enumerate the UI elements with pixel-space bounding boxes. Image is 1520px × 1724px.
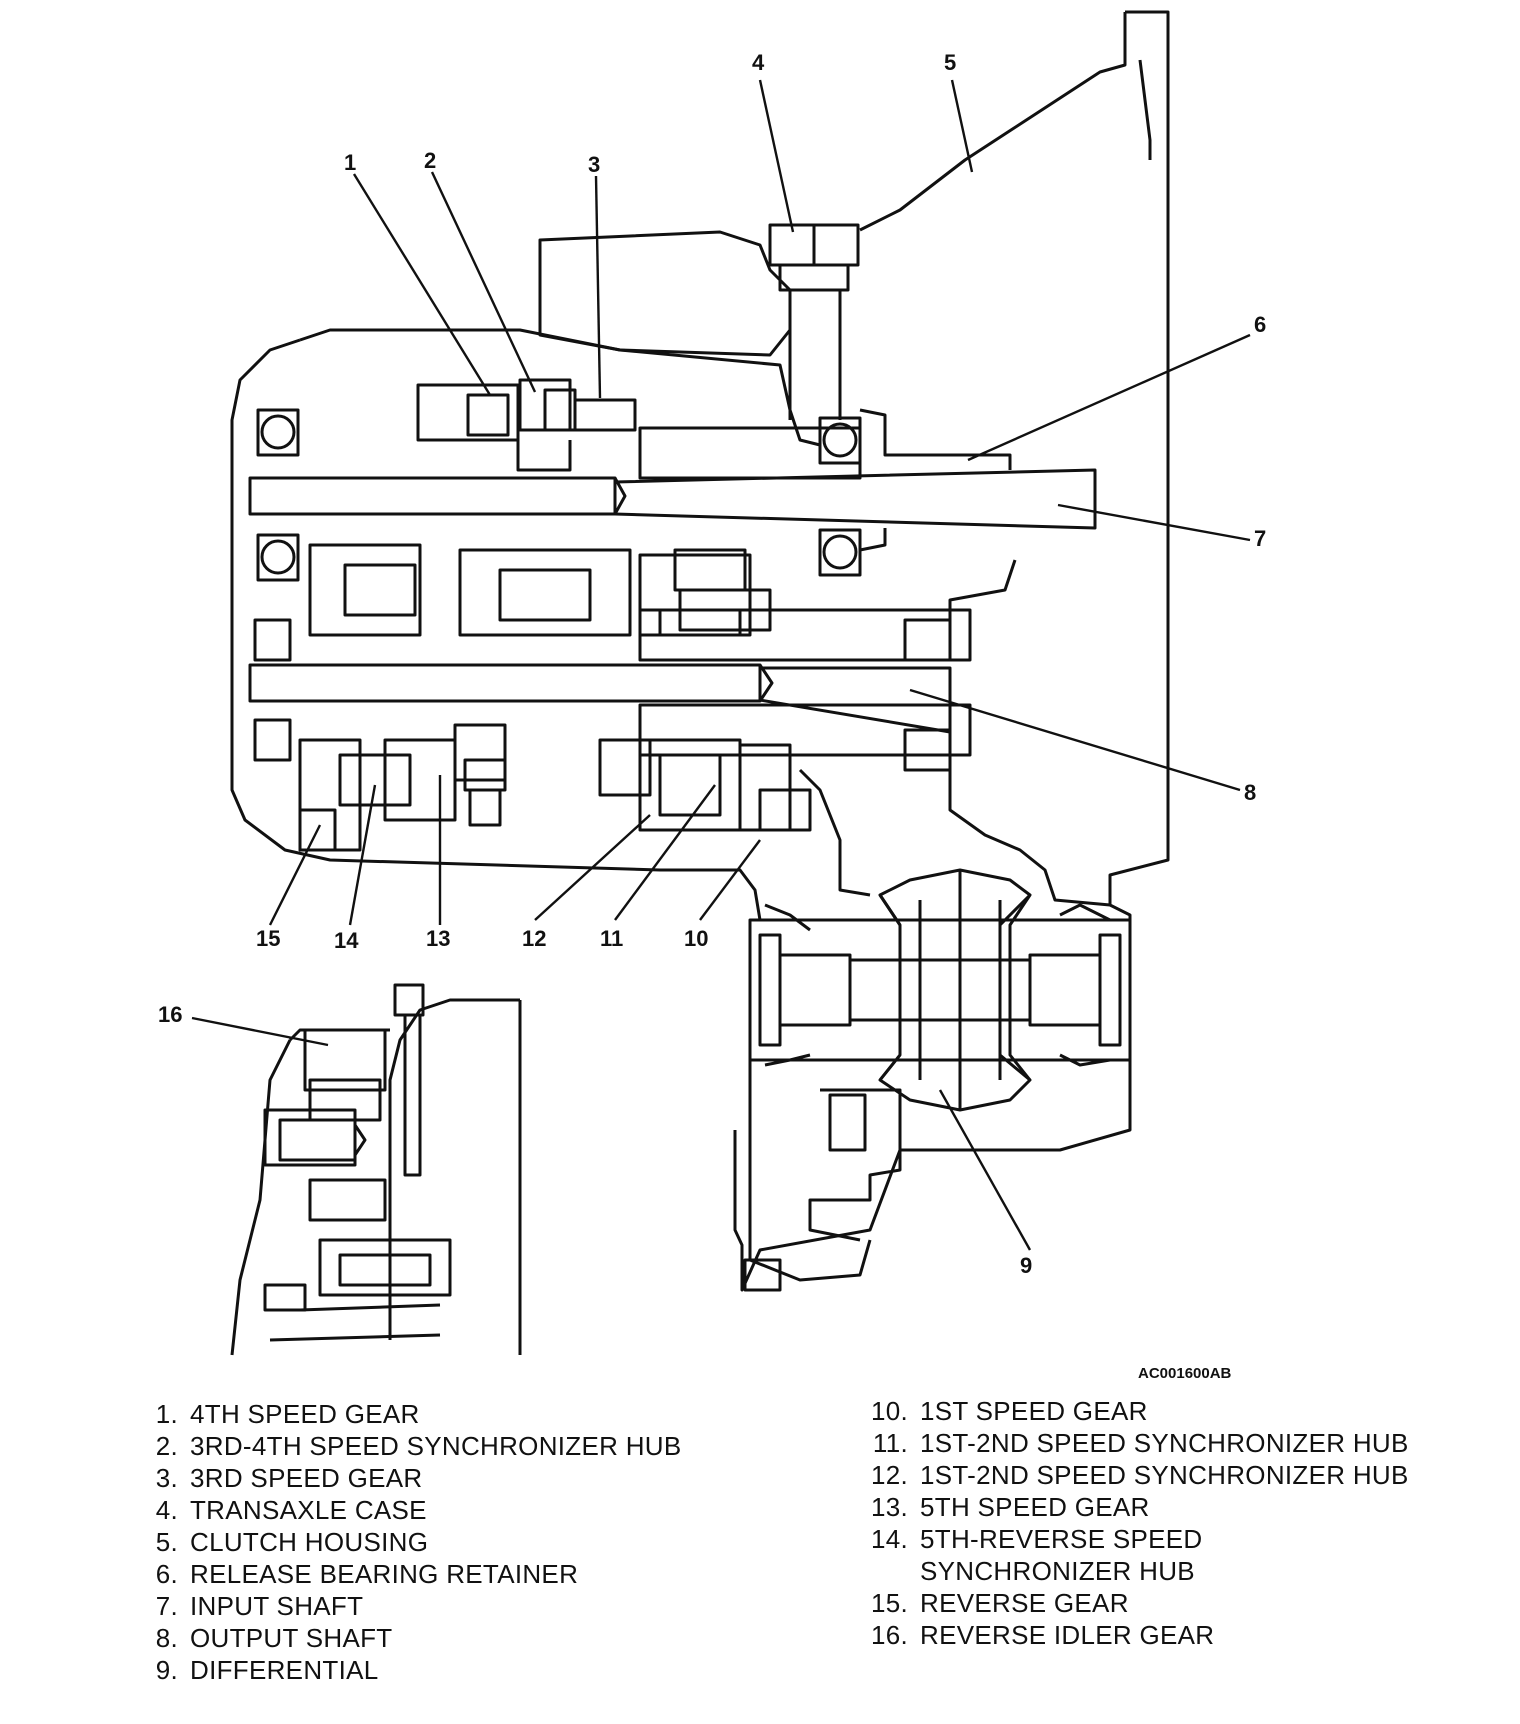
legend-item-number: 4.	[155, 1495, 178, 1525]
legend-item: 2. 3RD-4TH SPEED SYNCHRONIZER HUB	[118, 1430, 718, 1462]
legend-item-text: 1ST-2ND SPEED SYNCHRONIZER HUB	[920, 1428, 1409, 1458]
figure-code: AC001600AB	[1138, 1365, 1232, 1382]
legend-item-text: REVERSE GEAR	[920, 1588, 1129, 1618]
legend-item: 8. OUTPUT SHAFT	[118, 1622, 718, 1654]
legend-item: 3. 3RD SPEED GEAR	[118, 1462, 718, 1494]
differential-case	[748, 918, 1132, 1062]
callout-3: 3	[588, 152, 600, 177]
callout-16: 16	[158, 1002, 182, 1027]
legend-left-column: 1. 4TH SPEED GEAR 2. 3RD-4TH SPEED SYNCHRON…	[118, 1398, 718, 1686]
legend-item-number: 16.	[870, 1620, 908, 1650]
legend-item-text: CLUTCH HOUSING	[190, 1527, 429, 1557]
transaxle-cross-section-diagram: 1 2 3 4 5 6 7 8 9 10 11 12 13 14 15 16 A…	[158, 10, 1266, 1382]
legend-item-number: 2.	[155, 1431, 178, 1461]
callout-11: 11	[600, 926, 623, 951]
callout-10: 10	[684, 926, 708, 951]
callout-7: 7	[1254, 526, 1266, 551]
callout-2: 2	[424, 148, 436, 173]
callout-9: 9	[1020, 1253, 1032, 1278]
callout-4: 4	[752, 50, 765, 75]
legend-item: 9. DIFFERENTIAL	[118, 1654, 718, 1686]
legend-item: 6. RELEASE BEARING RETAINER	[118, 1558, 718, 1590]
legend-item-number: 8.	[155, 1623, 178, 1653]
legend-item-text: 5TH-REVERSE SPEED SYNCHRONIZER HUB	[920, 1524, 1203, 1586]
legend-item: 13. 5TH SPEED GEAR	[852, 1491, 1412, 1523]
legend-item-number: 1.	[155, 1399, 178, 1429]
callout-1: 1	[344, 150, 356, 175]
legend-item: 12. 1ST-2ND SPEED SYNCHRONIZER HUB	[852, 1459, 1412, 1491]
legend-item-number: 10.	[870, 1396, 908, 1426]
legend-item-number: 11.	[872, 1428, 908, 1458]
legend-item-text: 3RD SPEED GEAR	[190, 1463, 423, 1493]
legend-item: 14. 5TH-REVERSE SPEED SYNCHRONIZER HUB	[852, 1523, 1412, 1587]
legend-item-number: 9.	[155, 1655, 178, 1685]
gear-5th	[383, 738, 457, 822]
legend-item-text: 1ST SPEED GEAR	[920, 1396, 1148, 1426]
legend-item: 11. 1ST-2ND SPEED SYNCHRONIZER HUB	[852, 1427, 1412, 1459]
gear-set-upper	[308, 543, 422, 637]
legend-item: 10. 1ST SPEED GEAR	[852, 1395, 1412, 1427]
callout-14: 14	[334, 928, 359, 953]
legend-item-number: 14.	[870, 1524, 908, 1554]
gear-4th	[416, 383, 520, 442]
legend-item-number: 12.	[870, 1460, 908, 1490]
clutch-housing	[733, 10, 1170, 1292]
legend-item: 1. 4TH SPEED GEAR	[118, 1398, 718, 1430]
legend-item-text: 1ST-2ND SPEED SYNCHRONIZER HUB	[920, 1460, 1409, 1490]
legend-right-column: 10. 1ST SPEED GEAR 11. 1ST-2ND SPEED SYNCHR…	[852, 1395, 1412, 1651]
legend-item-number: 3.	[155, 1463, 178, 1493]
legend-item: 4. TRANSAXLE CASE	[118, 1494, 718, 1526]
legend-item-text: REVERSE IDLER GEAR	[920, 1620, 1215, 1650]
legend-item-text: RELEASE BEARING RETAINER	[190, 1559, 579, 1589]
bearing	[256, 408, 300, 457]
legend-item-number: 7.	[155, 1591, 178, 1621]
input-shaft	[248, 476, 617, 516]
inset-detail	[388, 998, 522, 1355]
legend-item: 5. CLUTCH HOUSING	[118, 1526, 718, 1558]
transaxle-case	[538, 230, 792, 357]
callout-6: 6	[1254, 312, 1266, 337]
callout-labels: 1 2 3 4 5 6 7 8 9 10 11 12 13 14 15 16	[158, 50, 1266, 1278]
legend-item-number: 13.	[870, 1492, 908, 1522]
legend-item-text: OUTPUT SHAFT	[190, 1623, 393, 1653]
legend-item-text: DIFFERENTIAL	[190, 1655, 379, 1685]
callout-15: 15	[256, 926, 280, 951]
callout-5: 5	[944, 50, 956, 75]
legend-item-text: 3RD-4TH SPEED SYNCHRONIZER HUB	[190, 1431, 682, 1461]
legend-item-text: TRANSAXLE CASE	[190, 1495, 427, 1525]
legend-item: 15. REVERSE GEAR	[852, 1587, 1412, 1619]
callout-13: 13	[426, 926, 450, 951]
legend-item-text: 4TH SPEED GEAR	[190, 1399, 420, 1429]
legend-item: 7. INPUT SHAFT	[118, 1590, 718, 1622]
legend-item-text: INPUT SHAFT	[190, 1591, 364, 1621]
legend-item-number: 15.	[870, 1588, 908, 1618]
reverse-idler-gear	[303, 1028, 387, 1092]
legend-item-number: 5.	[155, 1527, 178, 1557]
callout-12: 12	[522, 926, 546, 951]
legend-item: 16. REVERSE IDLER GEAR	[852, 1619, 1412, 1651]
legend-item-number: 6.	[155, 1559, 178, 1589]
legend-item-text: 5TH SPEED GEAR	[920, 1492, 1150, 1522]
callout-8: 8	[1244, 780, 1256, 805]
output-shaft	[248, 663, 762, 703]
